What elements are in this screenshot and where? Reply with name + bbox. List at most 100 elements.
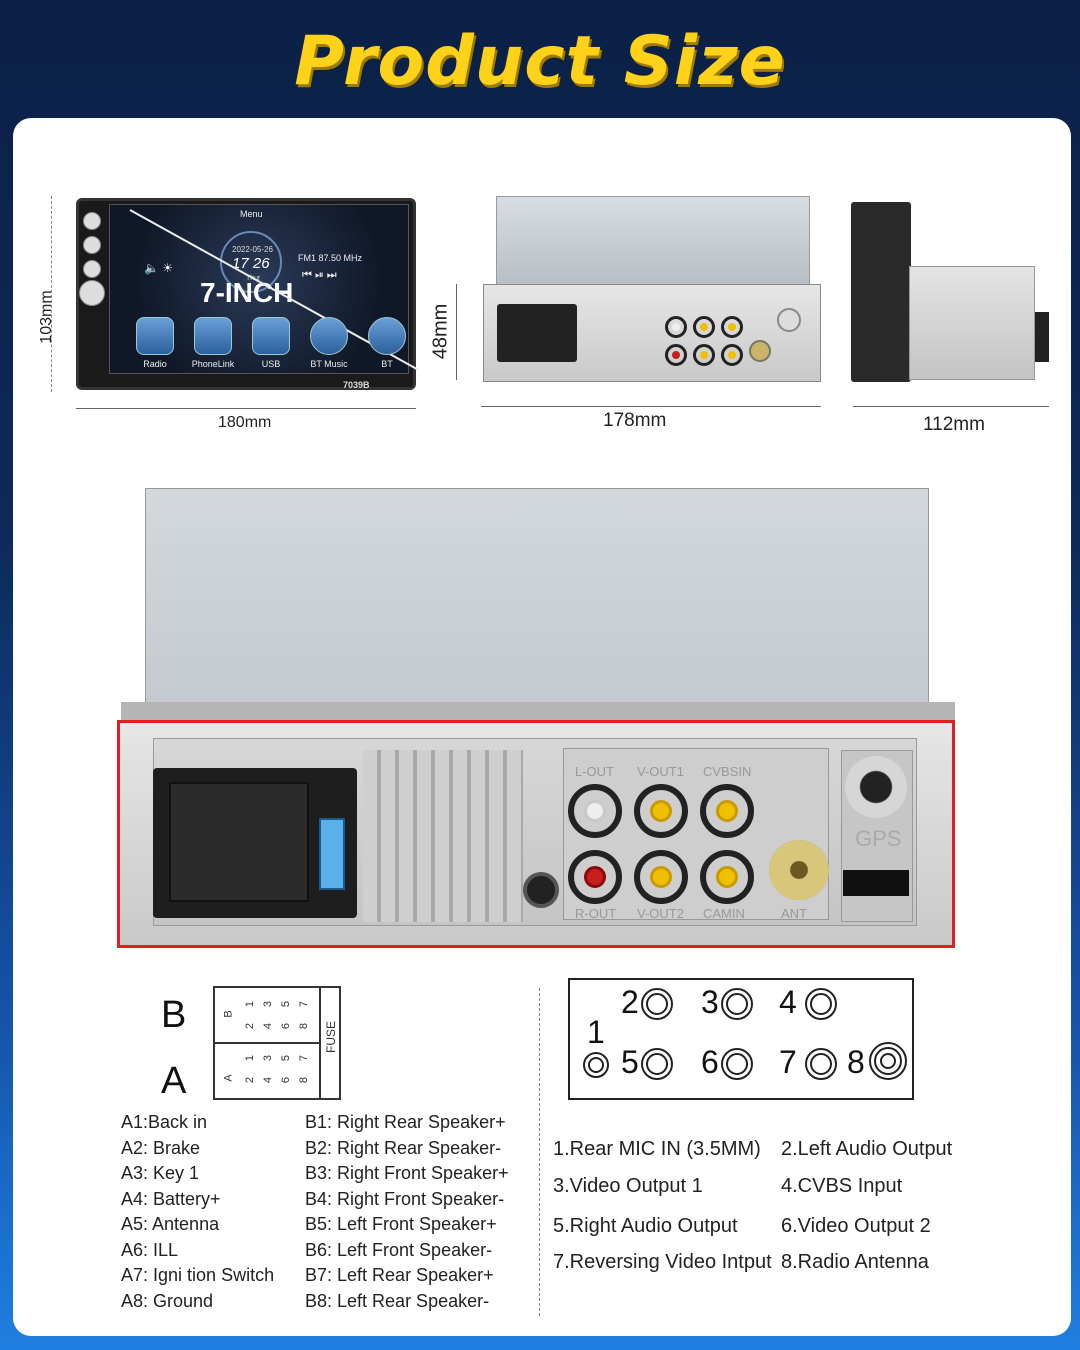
fuse [319, 818, 345, 890]
port-legend-6: 6.Video Output 2 [781, 1215, 931, 1237]
volume-knob [79, 280, 105, 306]
b-pin-6: 6 [280, 1022, 293, 1030]
wiring-a5: A5: Antenna [121, 1214, 220, 1234]
port-num-7: 7 [779, 1044, 797, 1080]
content-card: 103mm Menu 2022-05-26 17 26 Thur FM1 87.… [13, 118, 1071, 1336]
wiring-b7: B7: Left Rear Speaker+ [305, 1265, 494, 1285]
rear-width-line [481, 406, 821, 407]
port-ring-6 [721, 1048, 753, 1080]
wiring-b6: B6: Left Front Speaker- [305, 1240, 493, 1260]
side-depth-line [853, 406, 1049, 407]
side-button-1 [83, 212, 101, 230]
wiring-a1: A1:Back in [121, 1112, 208, 1132]
wiring-a3: A3: Key 1 [121, 1163, 200, 1183]
menu-label: Menu [240, 209, 263, 219]
connector-a-label: A [161, 1060, 187, 1102]
b-pin-3: 3 [262, 1000, 275, 1008]
mic-jack [523, 872, 559, 908]
app-label-usb: USB [261, 359, 281, 369]
rca-cvbsin [700, 784, 754, 838]
antenna-jack [769, 840, 829, 900]
rear-view-rca-3 [721, 316, 743, 338]
side-view-body [909, 266, 1035, 380]
side-view-plug [1035, 312, 1049, 362]
label-vout1: V-OUT1 [637, 764, 684, 779]
app-label-bt-music: BT Music [310, 359, 348, 369]
b-pin-4: 4 [262, 1022, 275, 1030]
fuse-label: FUSE [324, 1020, 339, 1054]
side-view-front [851, 202, 911, 382]
wiring-b5: B5: Left Front Speaker+ [305, 1214, 497, 1234]
wiring-a7: A7: Igni tion Switch [121, 1265, 275, 1285]
rear-view-rca-4 [665, 344, 687, 366]
label-vout2: V-OUT2 [637, 906, 684, 921]
rear-view-rca-6 [721, 344, 743, 366]
port-num-3: 3 [701, 984, 719, 1020]
rear-view-antenna [749, 340, 771, 362]
page-title: Product Size [294, 22, 786, 101]
rear-width-label: 178mm [603, 410, 667, 431]
radio-app-icon [136, 317, 174, 355]
app-label-bt: BT [381, 359, 393, 369]
port-ring-3 [721, 988, 753, 1020]
connector-fuse-divider [319, 986, 321, 1100]
port-number-diagram [568, 978, 914, 1100]
front-width-line [76, 408, 416, 409]
port-ring-4 [805, 988, 837, 1020]
a-pin-3: 3 [262, 1054, 275, 1062]
port-num-1: 1 [587, 1014, 605, 1050]
rear-view-connector [497, 304, 577, 362]
port-num-2: 2 [621, 984, 639, 1020]
a-tag: A [222, 1074, 235, 1082]
height-dimension-label: 103mm [38, 290, 55, 344]
port-legend-5: 5.Right Audio Output [553, 1215, 738, 1237]
a-pin-6: 6 [280, 1076, 293, 1084]
b-pin-2: 2 [244, 1022, 257, 1030]
port-legend-8: 8.Radio Antenna [781, 1251, 929, 1273]
wiring-b2: B2: Right Rear Speaker- [305, 1138, 502, 1158]
port-num-5: 5 [621, 1044, 639, 1080]
heatsink-fins [363, 750, 523, 922]
bt-music-app-icon [310, 317, 348, 355]
port-ring-8 [869, 1042, 907, 1080]
label-camin: CAMIN [703, 906, 745, 921]
wiring-a6: A6: ILL [121, 1240, 179, 1260]
b-pin-5: 5 [280, 1000, 293, 1008]
label-ant: ANT [781, 906, 807, 921]
radio-frequency: FM1 87.50 MHz [298, 253, 363, 263]
wiring-a4: A4: Battery+ [121, 1189, 221, 1209]
port-num-8: 8 [847, 1044, 865, 1080]
rca-lout [568, 784, 622, 838]
usb-app-icon [252, 317, 290, 355]
a-pin-8: 8 [298, 1076, 311, 1084]
height-dimension-line [51, 196, 53, 392]
rear-view-rca-2 [693, 316, 715, 338]
port-ring-5 [641, 1048, 673, 1080]
media-controls: ⏮ ⏯ ⏭ [302, 269, 337, 281]
front-width-label: 180mm [218, 414, 272, 431]
phonelink-app-icon [194, 317, 232, 355]
port-num-6: 6 [701, 1044, 719, 1080]
a-pin-4: 4 [262, 1076, 275, 1084]
wiring-a2: A2: Brake [121, 1138, 201, 1158]
wiring-b4: B4: Right Front Speaker- [305, 1189, 505, 1209]
gps-slot [843, 870, 909, 896]
rca-vout2 [634, 850, 688, 904]
rear-view-rca-1 [665, 316, 687, 338]
wiring-a8: A8: Ground [121, 1291, 214, 1311]
rca-camin [700, 850, 754, 904]
port-ring-2 [641, 988, 673, 1020]
app-label-radio: Radio [143, 359, 167, 369]
port-ring-7 [805, 1048, 837, 1080]
port-num-4: 4 [779, 984, 797, 1020]
vertical-divider [539, 988, 540, 1316]
rear-view-housing [496, 196, 810, 286]
port-legend-3: 3.Video Output 1 [553, 1175, 703, 1197]
label-rout: R-OUT [575, 906, 617, 921]
model-label: 7039B [343, 380, 370, 390]
time-label: 17 26 [232, 255, 270, 272]
wiring-b8: B8: Left Rear Speaker- [305, 1291, 490, 1311]
bt-app-icon [368, 317, 406, 355]
b-pin-8: 8 [298, 1022, 311, 1030]
rear-view-rca-5 [693, 344, 715, 366]
